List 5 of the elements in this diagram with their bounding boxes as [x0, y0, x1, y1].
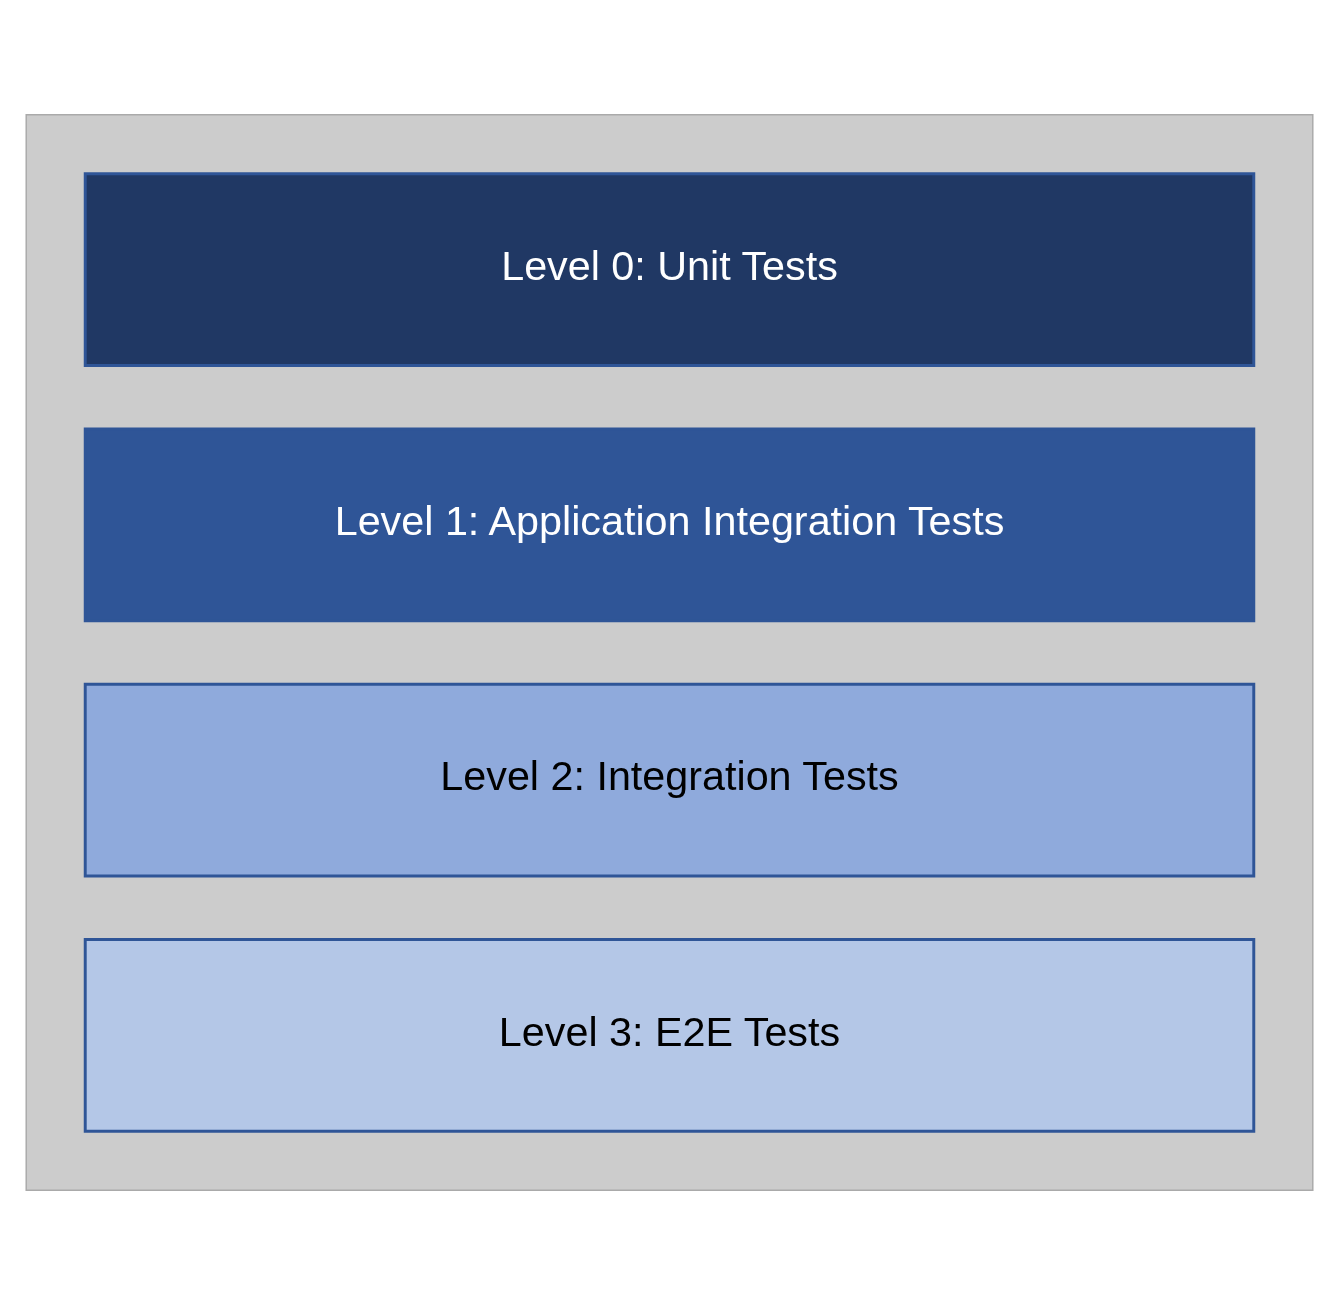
- node-box: Level 0: Unit Tests: [83, 171, 1256, 367]
- cluster: [25, 113, 1314, 1191]
- node-box: Level 1: Application Integration Tests: [83, 427, 1256, 622]
- node-box: Level 3: E2E Tests: [83, 937, 1256, 1133]
- node-box: Level 2: Integration Tests: [83, 682, 1256, 877]
